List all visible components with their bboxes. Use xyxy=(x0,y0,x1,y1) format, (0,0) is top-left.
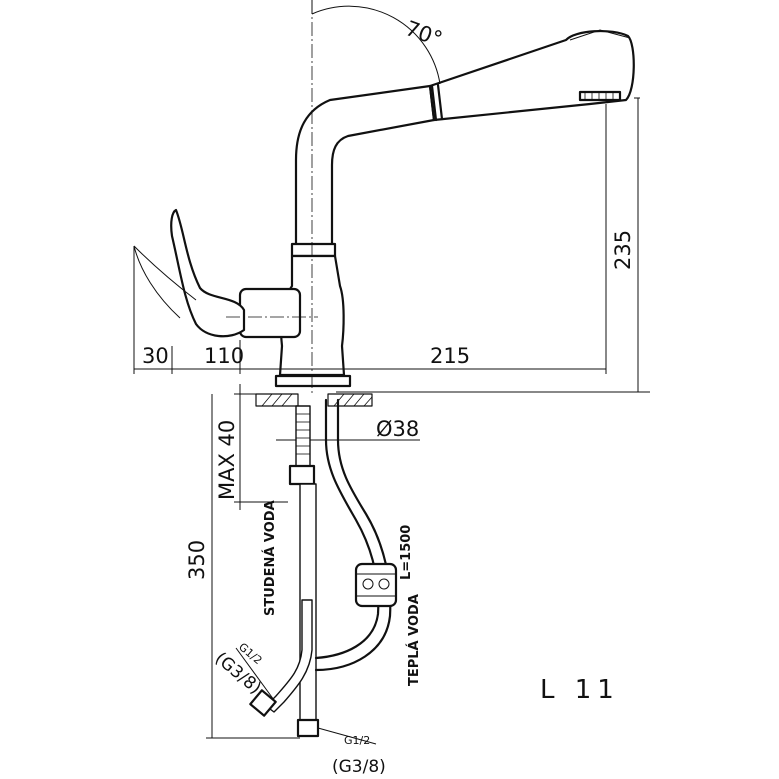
dim-hose-length-total: 350 xyxy=(185,540,209,580)
cold-water-hose xyxy=(265,599,313,713)
thread-g38-bottom: (G3/8) xyxy=(332,757,386,777)
spray-head xyxy=(428,29,635,122)
threaded-shank xyxy=(295,405,311,467)
hot-water-label: TEPLÁ VODA xyxy=(406,594,422,686)
pullout-hose-inner xyxy=(314,398,392,672)
model-label: L 11 xyxy=(540,675,620,705)
counter-thickness-dimension: MAX 40 xyxy=(215,384,288,510)
dim-base-diameter: Ø38 xyxy=(376,417,419,441)
thread-g12-bottom: G1/2 xyxy=(344,734,370,747)
faucet-assembly xyxy=(133,29,635,388)
hose-weight xyxy=(354,562,398,608)
bottom-thread-callout: G1/2 (G3/8) xyxy=(317,727,386,777)
lever-handle xyxy=(170,208,246,338)
dim-height: 235 xyxy=(611,230,635,270)
cartridge-housing xyxy=(238,287,302,339)
diameter-dimension: Ø38 xyxy=(276,417,420,441)
horizontal-dimensions: 30 110 215 xyxy=(133,104,607,374)
lever-swing-outline xyxy=(133,245,181,319)
hose-length-dimension: 350 xyxy=(185,394,300,739)
weight-screw-left xyxy=(362,578,374,590)
spout-ring xyxy=(430,84,438,122)
dim-body-reach: 110 xyxy=(204,344,244,368)
angle-arc xyxy=(311,5,441,85)
lever-swing-outline-2 xyxy=(133,245,197,301)
left-thread-callout: G1/2 (G3/8) xyxy=(211,640,275,701)
head-top-edge xyxy=(569,29,631,41)
dim-max-counter: MAX 40 xyxy=(215,420,239,500)
spout-tube xyxy=(294,84,436,248)
height-dimension: 235 xyxy=(336,97,650,393)
spray-nozzle xyxy=(578,90,622,102)
base-flange xyxy=(274,374,352,388)
dim-spout-reach: 215 xyxy=(430,344,470,368)
pullout-hose-outer xyxy=(314,398,380,660)
spout-collar xyxy=(290,242,337,258)
supply-hoses xyxy=(249,398,398,738)
spout-ring-2 xyxy=(436,83,444,121)
cold-water-label: STUDENÁ VODA xyxy=(262,500,278,616)
hose-length-label: L=1500 xyxy=(399,525,414,580)
countertop xyxy=(255,393,373,407)
weight-screw-right xyxy=(378,578,390,590)
bottom-connector xyxy=(296,718,320,738)
dim-lever-offset: 30 xyxy=(142,344,169,368)
angle-label: 70° xyxy=(402,16,445,51)
cold-connector xyxy=(249,689,277,717)
hex-nut xyxy=(288,464,316,486)
